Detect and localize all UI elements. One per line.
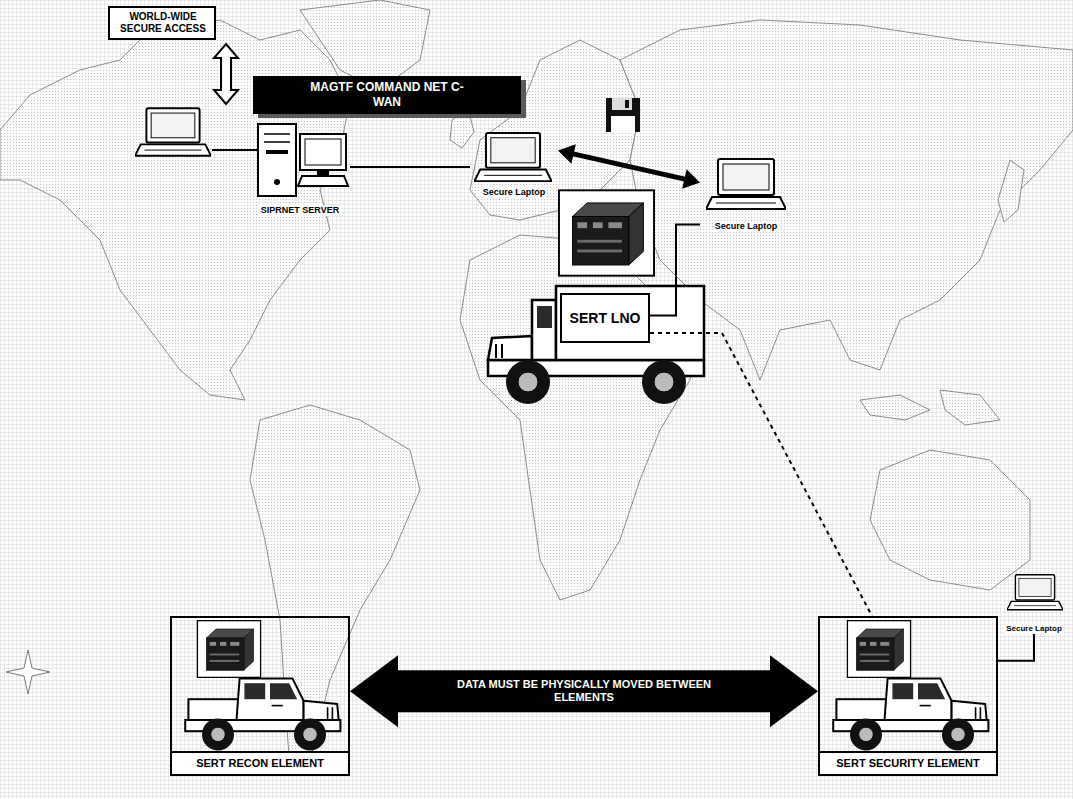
laptop-symbol: [706, 159, 786, 209]
server-bays: [264, 134, 290, 142]
network-line: [350, 167, 470, 168]
japan: [998, 160, 1024, 222]
connector-line: [572, 154, 686, 180]
vehicle-symbol: [833, 678, 988, 750]
access-arrow: [214, 44, 238, 104]
node-label: SERT LNO: [570, 310, 641, 327]
radio-symbol: [197, 621, 260, 678]
node-label: Secure Laptop: [713, 221, 780, 232]
node-label: WORLD-WIDE SECURE ACCESS: [113, 11, 213, 35]
laptop-symbol: [135, 108, 211, 156]
server-keyboard: [298, 176, 348, 186]
connector-line: [350, 166, 470, 168]
vehicle-hub: [654, 372, 674, 392]
node-label: SERT RECON ELEMENT: [172, 751, 348, 774]
arrowhead: [350, 655, 398, 727]
radio-symbol: [559, 190, 654, 275]
server-monitor: [300, 134, 346, 170]
server-light: [274, 179, 280, 185]
network-line: [650, 224, 700, 315]
server-node: SIPRNET SERVER: [250, 118, 350, 216]
node-label: SIPRNET SERVER: [259, 205, 341, 216]
vehicle-wheel: [642, 360, 686, 404]
vehicle-grille: [496, 344, 502, 358]
vehicle-symbol: [185, 678, 340, 750]
floppy-shutter: [612, 98, 632, 110]
node-label: Secure Laptop: [481, 187, 548, 198]
floppy-body: [606, 98, 640, 132]
continents: [0, 0, 1073, 770]
vehicle-hub: [518, 372, 538, 392]
network-wire: [212, 149, 258, 151]
vehicle-wheel: [506, 360, 550, 404]
floppy-disk: [606, 98, 640, 132]
laptop-node: Secure Laptop: [700, 156, 792, 232]
server-slot: [266, 150, 288, 154]
server-tower: [258, 124, 296, 196]
connector-line: [650, 224, 700, 315]
australia: [870, 450, 1030, 590]
laptop-symbol: [474, 133, 551, 181]
connector-label: DATA MUST BE PHYSICALLY MOVED BETWEEN EL…: [434, 678, 734, 704]
access-box: WORLD-WIDE SECURE ACCESS: [108, 6, 216, 40]
vehicle-label-box: SERT LNO: [560, 293, 650, 343]
node-label: SERT SECURITY ELEMENT: [820, 751, 996, 774]
arrowhead: [770, 655, 818, 727]
island: [860, 395, 930, 420]
island: [940, 390, 1000, 425]
vehicle-hood: [488, 336, 532, 360]
node-label: MAGTF COMMAND NET C-WAN: [307, 80, 467, 110]
floppy-window: [625, 100, 629, 108]
laptop-node: Secure Laptop: [1000, 572, 1068, 634]
radio-symbol: [847, 621, 910, 678]
compass-rose: [6, 650, 50, 694]
node-label: Secure Laptop: [1004, 624, 1064, 634]
data-move-arrow: [350, 655, 818, 727]
server-symbol: [258, 124, 348, 196]
laptop-symbol: [1007, 575, 1063, 610]
connector-line: [650, 333, 872, 616]
transfer-arrow: [558, 144, 700, 189]
floppy-sticker: [611, 116, 635, 132]
arrowhead: [558, 144, 576, 164]
arrowhead: [682, 169, 700, 189]
vehicle-shelter: [556, 286, 704, 360]
connector-line: [393, 670, 775, 712]
connector-line: [998, 634, 1034, 661]
vehicle-window: [537, 306, 552, 328]
vehicle-cabin: [532, 300, 556, 360]
element-frame: SERT SECURITY ELEMENT: [818, 616, 998, 776]
radio-link: [650, 333, 872, 616]
element-frame: SERT RECON ELEMENT: [170, 616, 350, 776]
laptop-node: Secure Laptop: [470, 130, 558, 198]
lno-vehicle: [488, 286, 704, 404]
british-isles: [450, 108, 474, 148]
server-screen: [305, 139, 341, 165]
network-line: [998, 634, 1034, 661]
command-net-banner: MAGTF COMMAND NET C-WAN: [253, 76, 521, 114]
